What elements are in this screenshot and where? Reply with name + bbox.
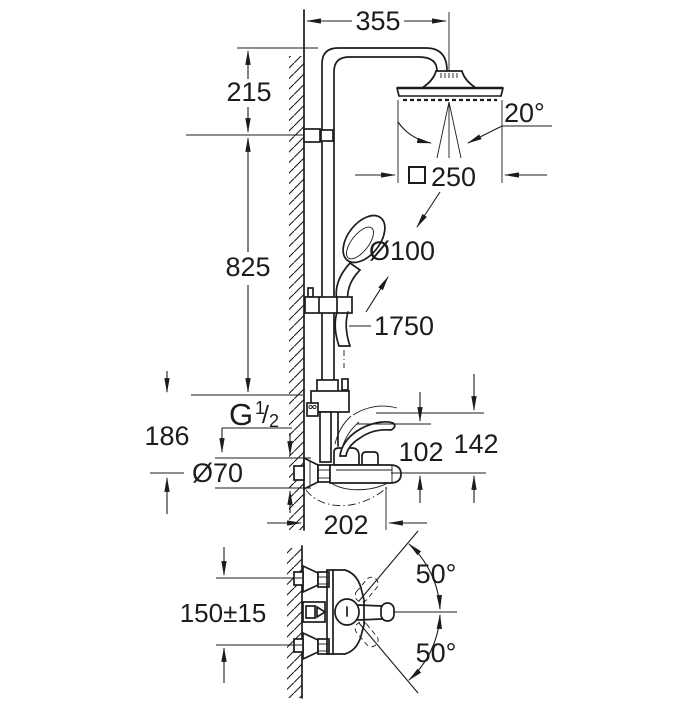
dim-column-to-outlet: 186 [144, 371, 190, 514]
supply-nipple [293, 465, 305, 481]
square-symbol [408, 166, 426, 184]
dim-spout-height: 102 [357, 392, 486, 503]
shower-hose [334, 311, 351, 368]
dim-label-215: 215 [226, 77, 271, 107]
dim-label-50deg-upper: 50° [416, 559, 457, 589]
dim-label-1750: 1750 [374, 311, 434, 341]
escutcheon-top-1 [302, 564, 319, 594]
dim-label-825: 825 [225, 252, 270, 282]
dim-label-d100: Ø100 [369, 236, 435, 266]
bath-mixer-side-view [293, 378, 402, 506]
thread-numerator: 1 [255, 398, 265, 418]
shower-arm-pipe [321, 47, 448, 386]
dim-hand-shower-diameter: Ø100 [365, 191, 441, 313]
head-shower [396, 86, 504, 102]
dim-lever-swing: 50° 50° [358, 530, 457, 694]
dim-spray-angle: 20° [397, 98, 552, 144]
spout-body [329, 464, 402, 484]
spray-cone [436, 101, 462, 159]
dim-label-50deg-lower: 50° [416, 638, 457, 668]
spout-swivel-arc [305, 485, 390, 506]
dim-supply-centers: 150±15 [180, 547, 302, 683]
head-ball-joint [419, 70, 479, 89]
wall-section-lower [287, 545, 303, 699]
dim-label-355: 355 [355, 6, 400, 36]
wall-fitting [306, 402, 319, 417]
dim-label-142: 142 [453, 429, 498, 459]
dim-spout-reach: 202 [267, 487, 427, 540]
diverter-knob [361, 451, 379, 466]
lever-ghost-lower [354, 621, 379, 648]
lever-ghost-upper [354, 576, 379, 603]
dim-escutcheon-diameter: Ø70 [192, 433, 311, 513]
dim-label-186: 186 [144, 421, 189, 451]
dim-label-102: 102 [398, 437, 443, 467]
union-nut [317, 464, 331, 483]
escutcheon-side [303, 456, 319, 491]
lever-end-cap [380, 602, 395, 622]
thread-denominator: 2 [269, 411, 279, 431]
bath-mixer-top-view [293, 564, 395, 661]
dim-head-size: 250 [355, 100, 547, 192]
diverter-pin [341, 378, 349, 391]
shower-rail-holder [304, 287, 353, 314]
dim-label-20deg: 20° [504, 98, 545, 128]
mixer-lever-side [339, 421, 396, 457]
dim-hose-length: 1750 [349, 311, 434, 341]
thread-letter: G [229, 397, 253, 432]
wall-section-upper [289, 9, 305, 531]
dim-thread: G 1 / 2 [219, 397, 292, 454]
dim-label-202: 202 [323, 510, 368, 540]
dim-label-150: 150±15 [180, 598, 267, 628]
dim-lever-top-height: 142 [376, 374, 499, 503]
escutcheon-top-2 [302, 631, 319, 661]
wall-pipe-clamp [303, 128, 334, 143]
dim-arm-projection: 355 [305, 6, 448, 36]
dim-head-drop: 215 [186, 47, 318, 136]
dim-label-250: 250 [431, 162, 476, 192]
dim-label-d70: Ø70 [192, 458, 243, 488]
thread-slash: / [262, 401, 269, 429]
lift-rod [319, 411, 332, 463]
dim-rail-height: 825 [191, 136, 303, 396]
